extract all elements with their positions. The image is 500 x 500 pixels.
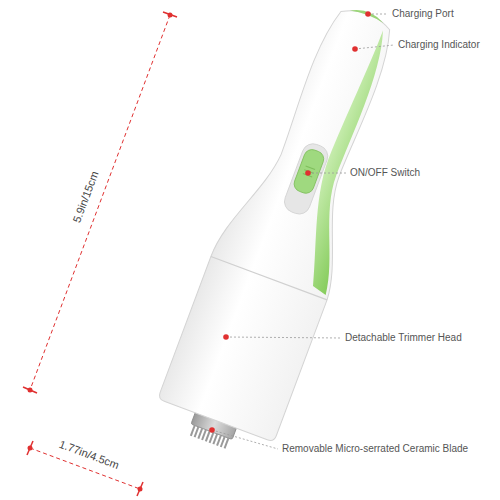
callout-dot	[209, 427, 215, 433]
switch-button	[292, 147, 326, 195]
length-dimension	[23, 12, 177, 393]
part-label: ON/OFF Switch	[350, 167, 420, 179]
callout-dots	[209, 11, 371, 433]
dimension-tick	[27, 441, 33, 455]
callout-dot	[305, 170, 311, 176]
callout-dot	[352, 46, 358, 52]
head-seam	[211, 256, 327, 299]
trimmer-body	[150, 0, 427, 464]
dimension-dot	[28, 388, 33, 393]
dimension-tick	[23, 387, 37, 393]
blade-teeth	[191, 426, 229, 449]
leader-line	[226, 337, 341, 338]
leader-lines	[212, 14, 394, 449]
switch-slot	[281, 141, 331, 218]
part-label: Removable Micro-serrated Ceramic Blade	[282, 443, 468, 455]
dimension-label: 5.9in/15cm	[70, 169, 101, 224]
dimension-tick	[137, 482, 143, 496]
green-cap	[350, 6, 385, 23]
callout-dot	[223, 334, 229, 340]
dimension-tick	[163, 12, 177, 17]
dimension-dot	[138, 487, 143, 492]
callout-dot	[365, 11, 371, 17]
leader-line	[308, 173, 346, 174]
leader-line	[355, 45, 394, 49]
housing	[158, 0, 426, 442]
leader-line	[212, 430, 278, 449]
dimension-line	[30, 15, 170, 390]
dimension-label: 1.77in/4.5cm	[57, 438, 121, 472]
part-label: Charging Indicator	[398, 39, 480, 51]
leader-line	[368, 14, 388, 15]
dimension-dot	[28, 446, 33, 451]
dimension-dot	[168, 13, 173, 18]
part-label: Charging Port	[392, 8, 454, 20]
switch-grip	[306, 166, 315, 170]
part-label: Detachable Trimmer Head	[345, 332, 462, 344]
green-accent	[283, 28, 419, 295]
